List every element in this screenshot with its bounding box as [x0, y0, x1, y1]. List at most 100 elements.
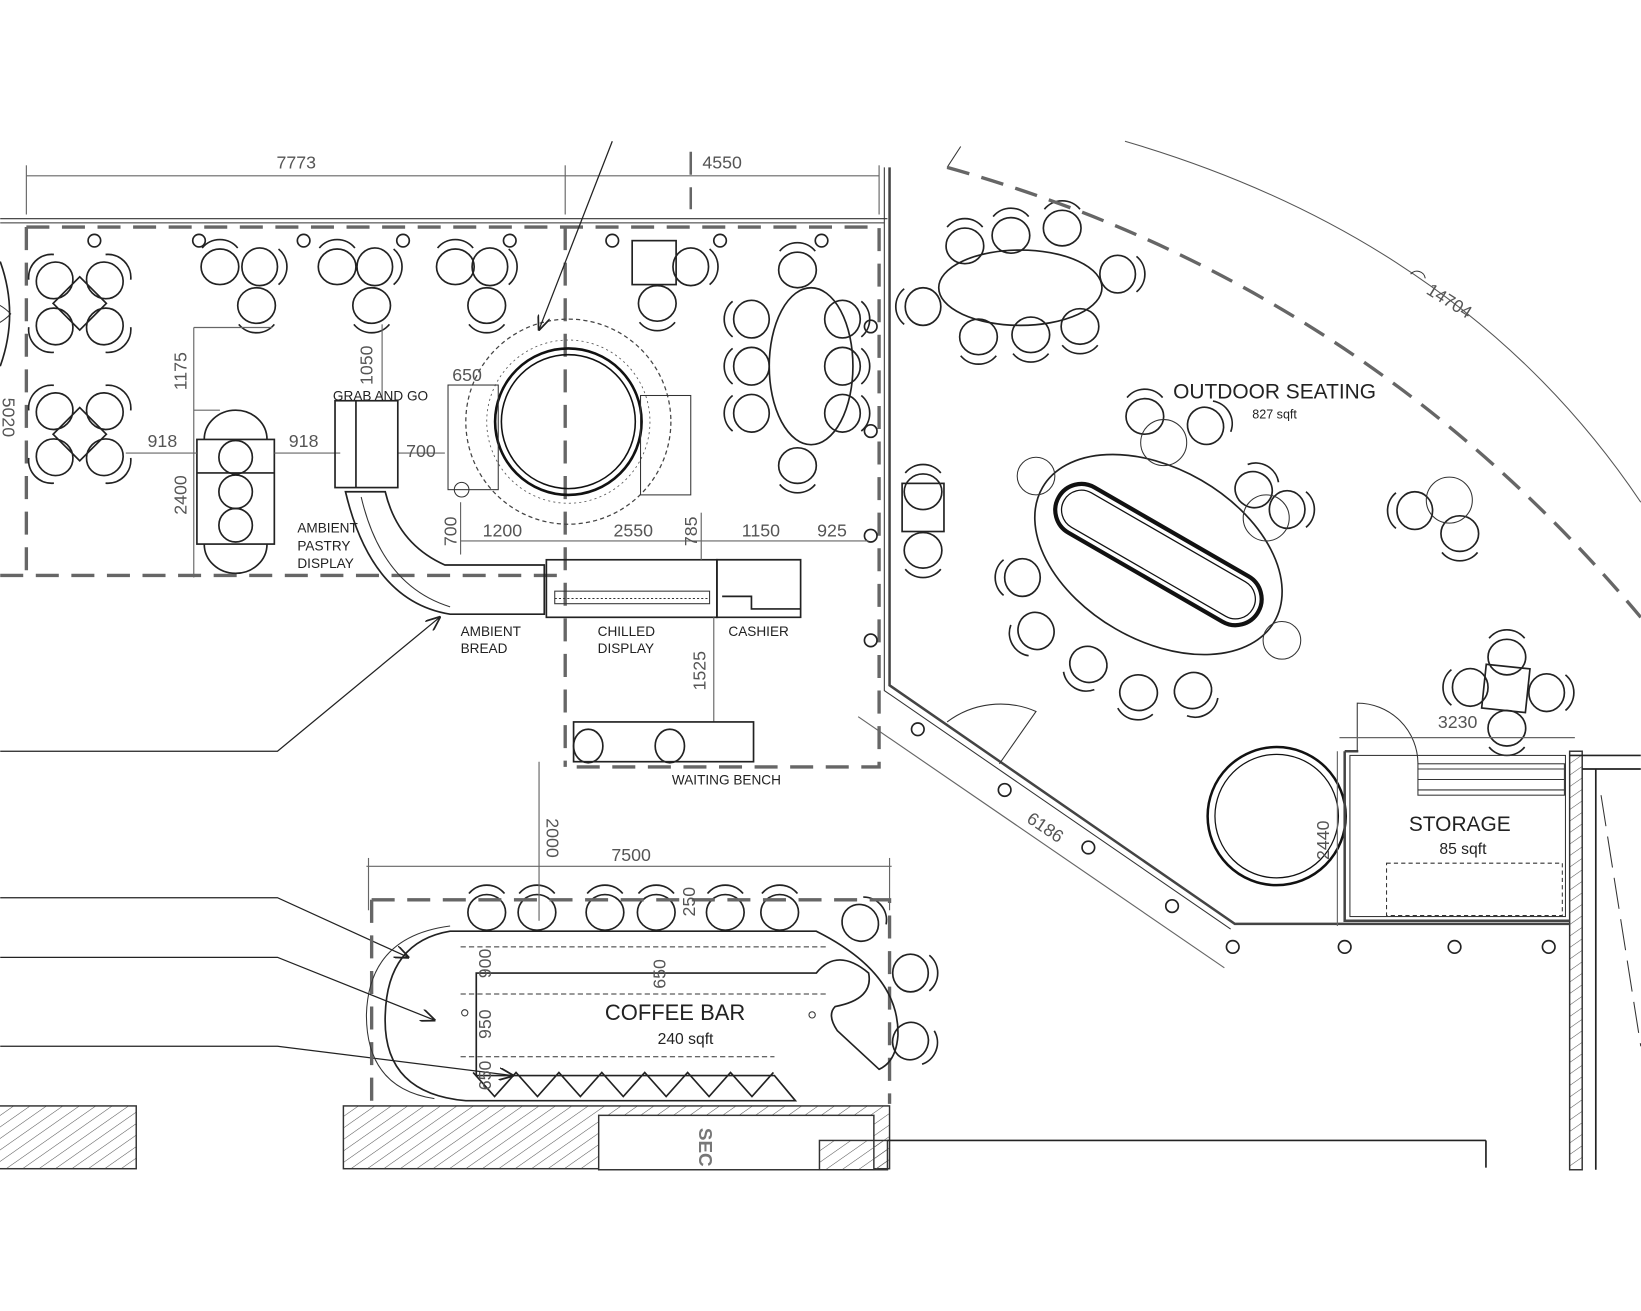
column-marker: [910, 722, 925, 737]
chair-icon: [585, 884, 625, 931]
column-marker: [191, 233, 207, 248]
dim-2400: 2400: [170, 475, 190, 515]
section-mark-label: SEC: [695, 1128, 716, 1167]
dim-925: 925: [817, 521, 847, 541]
dim-700-grab: 700: [406, 441, 436, 461]
chairs: [27, 200, 1575, 1066]
chair-icon: [1234, 462, 1280, 509]
chair-icon: [85, 384, 132, 431]
column-marker: [1447, 939, 1462, 955]
chair-icon: [200, 238, 240, 286]
chair-icon: [841, 896, 888, 943]
chair-icon: [945, 217, 985, 265]
chilled-display-label-2: DISPLAY: [598, 641, 654, 656]
column-marker: [863, 319, 878, 334]
chair-icon: [903, 531, 943, 579]
grab-and-go-label: GRAB AND GO: [333, 389, 428, 404]
dim-1150: 1150: [742, 521, 780, 541]
chair-icon: [1117, 673, 1159, 721]
storage-area: 85 sqft: [1439, 841, 1487, 858]
chair-icon: [1173, 671, 1219, 719]
column-marker: [395, 233, 411, 248]
dim-950: 950: [475, 1009, 495, 1039]
outdoor-seating-zone: 14704 6186 OUTDOOR SEATING 827 sqft: [857, 140, 1641, 969]
chair-icon: [723, 393, 771, 433]
chair-icon: [85, 253, 132, 300]
column-marker: [1337, 939, 1352, 955]
chair-icon: [467, 884, 507, 931]
chair-icon: [1440, 514, 1480, 562]
chair-icon: [1268, 489, 1316, 530]
dim-700-counter: 700: [440, 516, 460, 546]
cashier-label: CASHIER: [728, 624, 789, 639]
column-marker: [863, 633, 878, 648]
chair-icon: [1011, 316, 1051, 363]
column-marker: [1541, 939, 1556, 955]
chair-icon: [471, 247, 518, 287]
chair-icon: [517, 884, 557, 931]
leader-lines: [0, 141, 613, 1075]
column-marker: [997, 782, 1012, 798]
service-counter: 700 1200 2550 785 1150 925 1525 AMBIENT …: [297, 490, 869, 722]
storage-room: 3230 2440 STORAGE 85 sqft: [1313, 702, 1575, 926]
column-marker: [1081, 840, 1096, 855]
dim-650-low: 650: [475, 1060, 495, 1090]
dim-7500: 7500: [611, 845, 651, 865]
dim-650-stair: 650: [452, 365, 482, 385]
grab-and-go-unit: GRAB AND GO: [333, 389, 428, 489]
column-marker: [296, 233, 311, 248]
outdoor-seating-name: OUTDOOR SEATING: [1173, 381, 1376, 404]
coffee-bar-area: 240 sqft: [658, 1031, 714, 1048]
dim-918-right: 918: [289, 431, 319, 451]
chair-icon: [891, 1021, 939, 1066]
dim-1175: 1175: [170, 352, 190, 390]
column-marker: [87, 233, 102, 248]
chair-icon: [236, 286, 277, 334]
outdoor-seating-area: 827 sqft: [1252, 408, 1297, 422]
waiting-bench: WAITING BENCH: [572, 721, 781, 788]
chair-icon: [723, 299, 771, 339]
column-marker: [1164, 898, 1180, 914]
dim-900: 900: [475, 949, 495, 979]
chair-icon: [1487, 629, 1527, 676]
chair-icon: [672, 247, 719, 287]
column-markers: [87, 233, 1556, 955]
column-marker: [502, 233, 517, 248]
column-marker: [1225, 939, 1240, 955]
chair-icon: [777, 446, 818, 494]
chair-icon: [1487, 709, 1527, 757]
chair-icon: [636, 884, 676, 931]
chair-icon: [991, 207, 1031, 255]
dim-4550: 4550: [702, 152, 742, 172]
seating-dimensions: 918 918 1175 2400 1050 700 650: [125, 324, 482, 578]
chair-icon: [85, 307, 132, 354]
chair-icon: [823, 299, 871, 339]
chair-icon: [1442, 667, 1489, 708]
chair-icon: [823, 346, 871, 386]
chair-icon: [958, 318, 999, 365]
chair-icon: [903, 463, 943, 511]
display-island: [196, 409, 276, 575]
chair-icon: [1060, 307, 1100, 355]
chair-icon: [1528, 672, 1575, 713]
waiting-bench-label: WAITING BENCH: [672, 773, 781, 788]
chair-icon: [85, 438, 132, 485]
chair-icon: [1125, 388, 1165, 436]
column-marker: [712, 233, 728, 248]
column-marker: [605, 233, 620, 248]
chair-icon: [435, 238, 476, 286]
chair-icon: [27, 307, 74, 354]
chair-icon: [891, 953, 939, 993]
dim-650-mid: 650: [650, 959, 670, 989]
chilled-display-label-1: CHILLED: [598, 624, 656, 639]
chair-icon: [351, 286, 392, 334]
top-dimension: 7773 4550 5020: [0, 151, 880, 437]
chair-icon: [27, 253, 74, 300]
central-feature: [447, 318, 692, 525]
chair-icon: [317, 238, 357, 286]
ambient-pastry-label-2: PASTRY: [297, 538, 350, 553]
chair-icon: [1386, 490, 1434, 531]
ambient-bread-label-1: AMBIENT: [461, 624, 521, 639]
dim-1525: 1525: [689, 651, 709, 691]
dim-7773: 7773: [277, 152, 317, 172]
